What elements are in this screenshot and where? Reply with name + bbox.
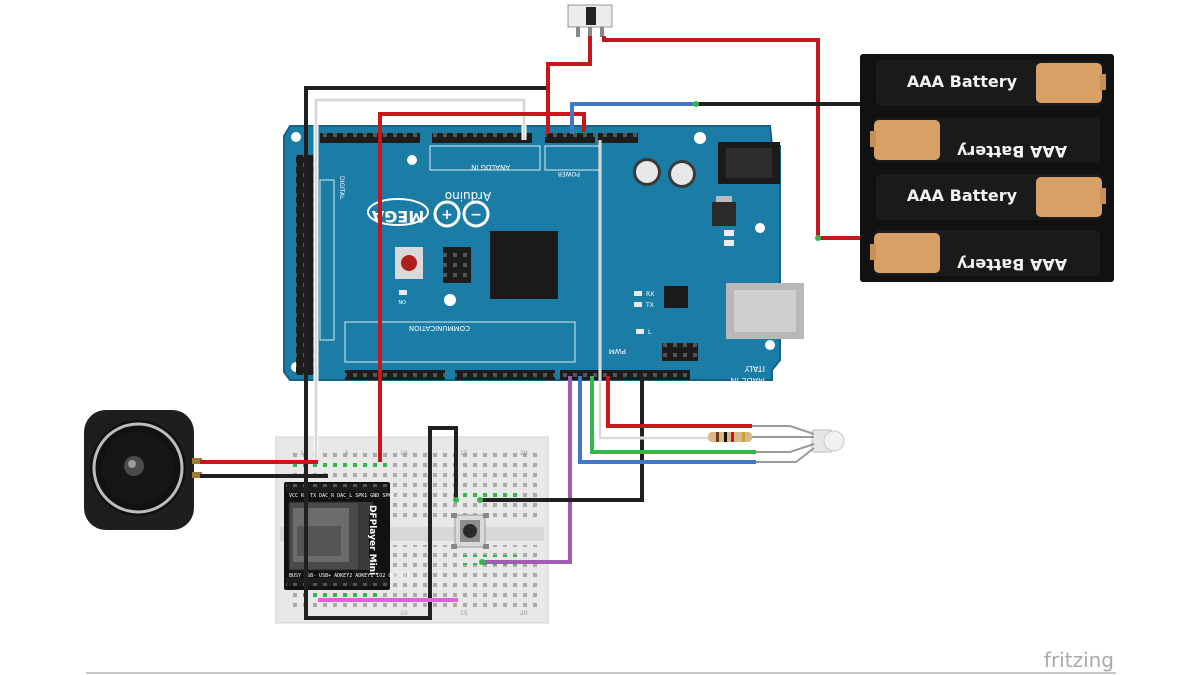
arduino-logo-plus (462, 200, 490, 228)
analog-in-label: ANALOG IN (471, 163, 510, 171)
svg-text:10: 10 (400, 610, 408, 617)
communication-label: COMMUNICATION (409, 324, 470, 332)
resistor (708, 432, 752, 442)
wire-red-led (606, 376, 752, 428)
battery-cell: AAA Battery (876, 174, 1106, 220)
battery-label: AAA Battery (907, 72, 1018, 91)
made-in-label: MADE IN (731, 376, 765, 385)
battery-label: AAA Battery (956, 255, 1067, 274)
svg-text:15: 15 (460, 610, 468, 617)
svg-text:10: 10 (400, 450, 408, 457)
country-label: ITALY (745, 364, 765, 373)
pwm-header (455, 370, 555, 380)
wire-black-button (480, 376, 644, 502)
arduino-logo-minus (433, 200, 461, 228)
dfplayer-label: DFPlayer Mini (367, 505, 377, 575)
svg-text:BUSY USB- USB+ ADKEY2 ADKEY1 I: BUSY USB- USB+ ADKEY2 ADKEY1 IO2 GND IO1 (289, 573, 409, 579)
on-led-label: ON (398, 298, 406, 304)
wire-red-vcc (378, 112, 586, 462)
l-led-label: L (648, 329, 652, 336)
wire-green-led (590, 376, 756, 454)
top-header-left (320, 133, 420, 143)
svg-text:20: 20 (520, 450, 528, 457)
svg-text:+: + (441, 207, 453, 223)
power-label: POWER (558, 170, 580, 177)
pwm-label: PWM (609, 347, 626, 355)
power-header (545, 133, 595, 143)
arduino-brand-label: Arduino (445, 189, 491, 203)
wire-purple (482, 376, 572, 564)
battery-label: AAA Battery (907, 186, 1018, 205)
wire-blue-led (578, 376, 756, 464)
wire-blue-gnd (570, 102, 696, 134)
wires (200, 36, 860, 620)
bottom-rule (86, 672, 1116, 674)
battery-label: AAA Battery (956, 142, 1067, 161)
push-button (451, 513, 489, 549)
dfplayer-mini-module: VCC RX TX DAC_R DAC_L SPK1 GND SPK2 BUSY… (284, 482, 409, 590)
battery-cell: AAA Battery (870, 117, 1100, 163)
arduino-mega-board: Arduino MEGA + − ANALOG IN POWER COMMUNI… (283, 125, 804, 385)
battery-pack: AAA Battery AAA Battery AAA Battery AAA … (860, 54, 1114, 282)
microcontroller-chip (490, 231, 558, 299)
rgb-led (811, 429, 845, 453)
rx-led-label: RX (646, 291, 654, 298)
svg-text:−: − (470, 207, 482, 223)
wire-black-gnd (304, 86, 550, 620)
wire-red-battery (602, 36, 860, 240)
slide-switch (567, 4, 613, 37)
fritzing-watermark: fritzing (1044, 648, 1114, 672)
svg-text:1: 1 (300, 450, 304, 457)
svg-text:5: 5 (345, 450, 349, 457)
mega-model-label: MEGA (371, 207, 424, 226)
wire-red-vin (546, 36, 592, 134)
svg-text:VCC RX TX DAC_R DAC_L SPK1 GND: VCC RX TX DAC_R DAC_L SPK1 GND SPK2 (289, 493, 394, 499)
tx-led-label: TX (645, 302, 654, 309)
svg-text:15: 15 (460, 450, 468, 457)
battery-cell: AAA Battery (870, 230, 1100, 276)
speaker (84, 410, 202, 530)
battery-cell: AAA Battery (876, 60, 1106, 106)
svg-text:20: 20 (520, 610, 528, 617)
digital-label: DIGITAL (338, 176, 345, 200)
analog-in-header (432, 133, 532, 143)
communication-header (345, 370, 445, 380)
